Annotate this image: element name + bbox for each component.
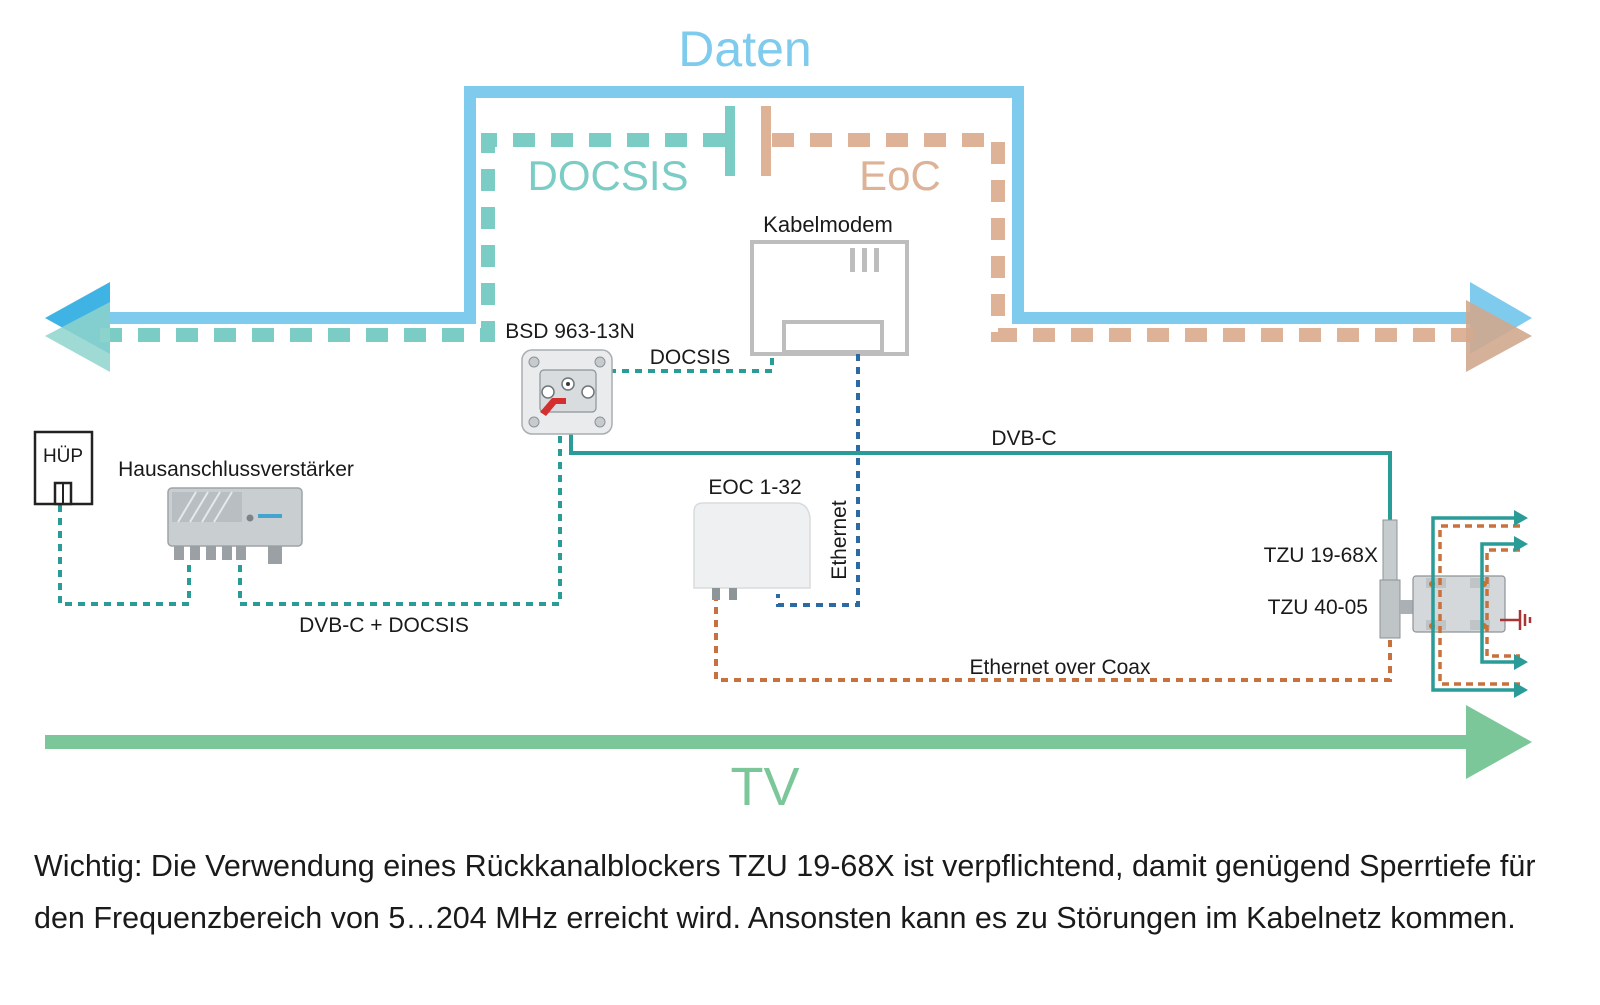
caption-line-1: Wichtig: Die Verwendung eines Rückkanalb…: [34, 849, 1536, 883]
output-arrow-1: [1514, 510, 1528, 526]
docsis-path: DOCSIS: [45, 106, 735, 372]
splitter: [1412, 575, 1506, 633]
dvbc-docsis-label: DVB-C + DOCSIS: [299, 614, 469, 637]
docsis-link: [596, 354, 774, 373]
output-arrow-4: [1514, 682, 1528, 698]
splitter-outputs: [1431, 510, 1532, 698]
network-diagram: Daten DOCSIS EoC Kabelmodem DOCSIS Ether…: [33, 21, 1532, 817]
eoc-arrow-right: [1466, 300, 1532, 372]
tv-arrow-right: [1466, 705, 1532, 779]
caption-line-2: den Frequenzbereich von 5…204 MHz erreic…: [34, 901, 1516, 935]
docsis-label: DOCSIS: [527, 152, 688, 199]
tzu-filters: TZU 19-68X TZU 40-05: [1264, 519, 1414, 639]
kabelmodem: Kabelmodem: [750, 212, 909, 356]
caption: Wichtig: Die Verwendung eines Rückkanalb…: [34, 840, 1574, 944]
docsis-link-label: DOCSIS: [650, 346, 731, 369]
ethernet-link-label: Ethernet: [828, 500, 851, 580]
huep-box: HÜP: [33, 430, 94, 506]
eoc-label: EoC: [859, 152, 941, 199]
dvbc-link: [569, 418, 1392, 522]
huep-amp-link: [58, 505, 191, 606]
docsis-arrow-left: [45, 302, 110, 372]
tv-path: TV: [45, 705, 1532, 817]
huep-label: HÜP: [43, 446, 83, 467]
tzu-40-05-label: TZU 40-05: [1268, 596, 1368, 619]
tv-label: TV: [730, 757, 799, 817]
ethernet-link: [776, 354, 860, 607]
tzu-19-68x-label: TZU 19-68X: [1264, 544, 1378, 567]
kabelmodem-label: Kabelmodem: [763, 212, 893, 237]
eoc-link: [714, 594, 1392, 682]
dvbc-link-label: DVB-C: [991, 427, 1056, 450]
bsd-label: BSD 963-13N: [505, 320, 635, 343]
house-amplifier: Hausanschlussverstärker: [118, 458, 354, 564]
eoc-path: EoC: [761, 106, 1532, 372]
daten-title: Daten: [678, 21, 811, 77]
output-arrow-2: [1514, 536, 1528, 552]
bsd-socket: BSD 963-13N: [505, 320, 635, 435]
eoc-device-label: EOC 1-32: [708, 476, 801, 499]
dvbc-docsis-link: [238, 418, 562, 606]
amplifier-label: Hausanschlussverstärker: [118, 458, 354, 481]
output-arrow-3: [1514, 654, 1528, 670]
eoc-device: EOC 1-32: [693, 476, 811, 600]
eoc-link-label: Ethernet over Coax: [970, 656, 1151, 679]
